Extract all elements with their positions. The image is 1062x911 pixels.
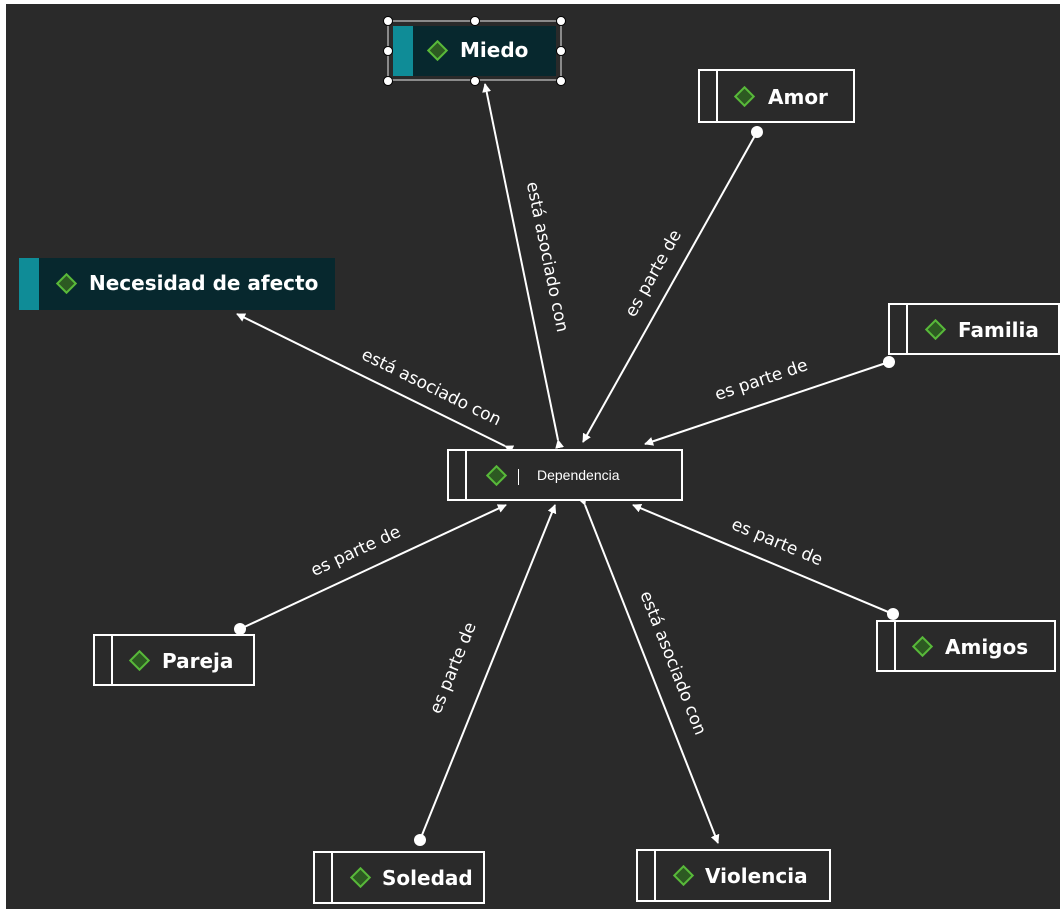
node-label: Pareja <box>162 649 234 673</box>
concept-node-soledad[interactable]: Soledad <box>313 851 485 904</box>
diamond-icon <box>349 866 372 889</box>
connector-pareja-dot <box>234 623 246 635</box>
edge-necesidad[interactable] <box>236 313 515 454</box>
concept-node-amigos[interactable]: Amigos <box>876 620 1056 672</box>
node-label: Necesidad de afecto <box>89 271 319 295</box>
edge-soledad[interactable] <box>419 504 557 841</box>
resize-handle-n[interactable] <box>470 16 480 26</box>
connector-familia-dot <box>883 356 895 368</box>
edge-label-necesidad: está asociado con <box>358 345 504 431</box>
connector-soledad-dot <box>414 834 426 846</box>
text-cursor <box>518 469 519 485</box>
node-label: Familia <box>958 318 1039 342</box>
node-strip <box>95 636 113 684</box>
edge-familia[interactable] <box>644 361 890 446</box>
concept-node-violencia[interactable]: Violencia <box>636 849 831 902</box>
resize-handle-s[interactable] <box>470 76 480 86</box>
node-strip <box>19 258 39 310</box>
diamond-icon <box>485 464 508 487</box>
edge-miedo[interactable] <box>482 83 565 449</box>
node-strip <box>449 451 467 499</box>
resize-handle-e[interactable] <box>556 46 566 56</box>
edge-label-amigos: es parte de <box>728 515 825 571</box>
edge-label-soledad: es parte de <box>426 620 481 717</box>
resize-handle-se[interactable] <box>556 76 566 86</box>
diamond-icon <box>672 864 695 887</box>
node-label: Violencia <box>705 864 808 888</box>
node-label: Dependencia <box>537 467 620 483</box>
edge-label-pareja: es parte de <box>308 522 404 581</box>
node-strip <box>878 622 896 670</box>
diamond-icon <box>55 272 78 295</box>
edge-label-amor: es parte de <box>621 226 686 320</box>
concept-node-pareja[interactable]: Pareja <box>93 634 255 686</box>
diamond-icon <box>924 318 947 341</box>
node-label: Soledad <box>382 866 473 890</box>
concept-node-miedo[interactable]: Miedo <box>393 26 556 76</box>
resize-handle-sw[interactable] <box>383 76 393 86</box>
node-strip <box>315 853 333 902</box>
node-label: Amigos <box>945 635 1029 659</box>
concept-node-amor[interactable]: Amor <box>698 69 855 123</box>
concept-node-necesidad-de-afecto[interactable]: Necesidad de afecto <box>19 258 335 310</box>
connector-amor-dot <box>751 126 763 138</box>
edge-label-miedo: está asociado con <box>522 180 572 334</box>
edge-pareja[interactable] <box>239 504 507 630</box>
resize-handle-w[interactable] <box>383 46 393 56</box>
edge-amor[interactable] <box>582 131 758 443</box>
edge-label-familia: es parte de <box>712 355 810 405</box>
resize-handle-ne[interactable] <box>556 16 566 26</box>
node-label: Amor <box>768 85 828 109</box>
diamond-icon <box>911 635 934 658</box>
node-strip <box>393 26 413 76</box>
diamond-icon <box>426 39 449 62</box>
diamond-icon <box>733 85 756 108</box>
resize-handle-nw[interactable] <box>383 16 393 26</box>
connector-amigos-dot <box>887 608 899 620</box>
edge-amigos[interactable] <box>632 503 894 615</box>
node-strip <box>890 305 908 353</box>
diamond-icon <box>128 649 151 672</box>
concept-node-familia[interactable]: Familia <box>888 303 1060 355</box>
node-strip <box>638 851 656 900</box>
node-label: Miedo <box>460 38 529 62</box>
node-strip <box>700 71 718 121</box>
edge-violencia[interactable] <box>577 495 720 844</box>
concept-node-dependencia[interactable]: Dependencia <box>447 449 683 501</box>
